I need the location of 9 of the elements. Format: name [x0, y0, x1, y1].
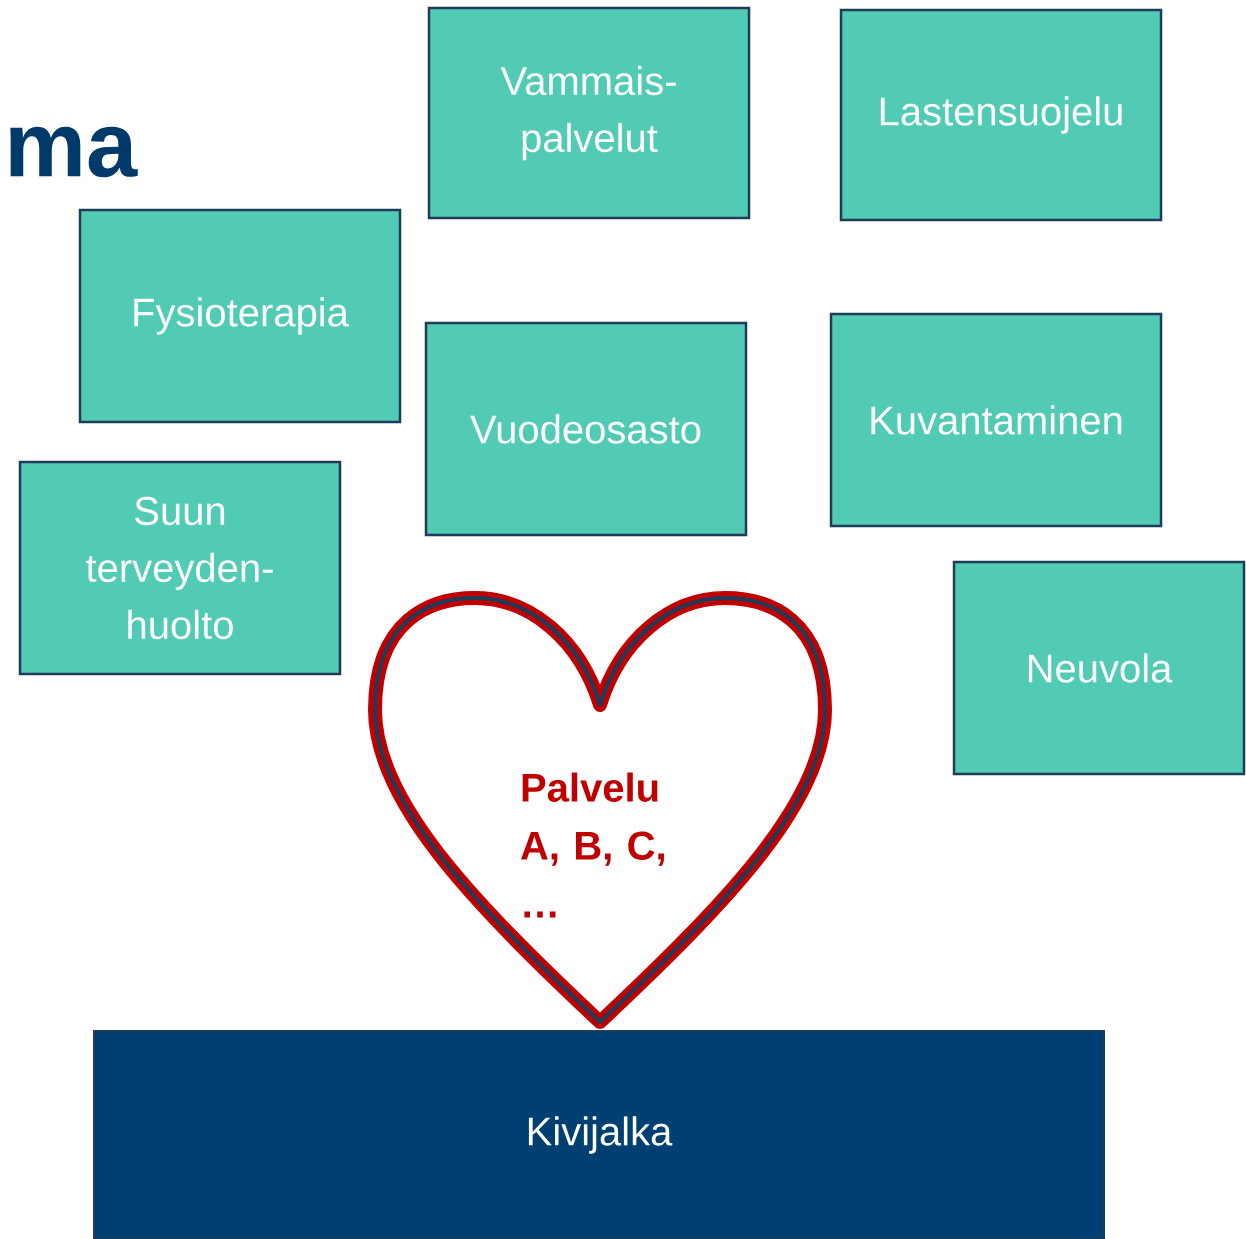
title: ma	[10, 126, 138, 178]
service-box: Fysioterapia	[78, 208, 402, 424]
service-box: Neuvola	[952, 560, 1246, 776]
service-box: Lastensuojelu	[839, 8, 1163, 222]
service-box: Kuvantaminen	[829, 312, 1163, 528]
service-box: Vammais- palvelut	[427, 6, 751, 220]
foundation-block: Kivijalka	[93, 1030, 1105, 1239]
service-box: Suun terveyden- huolto	[18, 460, 342, 676]
service-box: Vuodeosasto	[424, 321, 748, 537]
